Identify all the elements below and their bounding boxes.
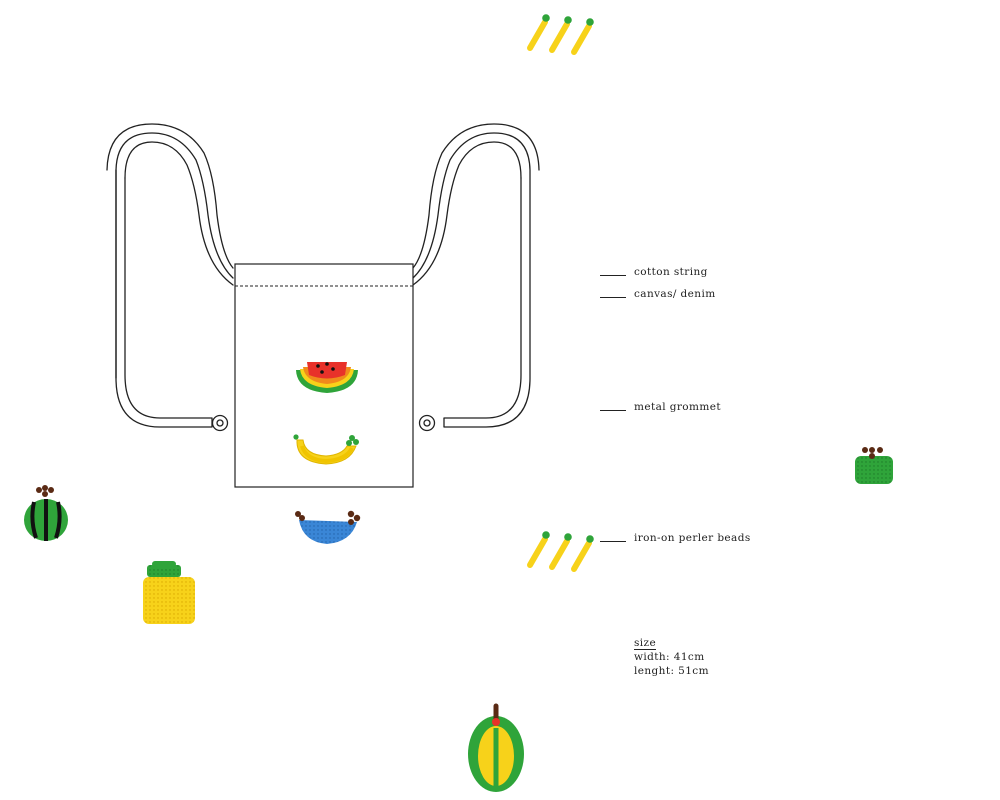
bead-sticks-icon-top [527,14,594,55]
bead-sticks-icon-bottom [527,531,594,572]
cotton-string-strap [106,123,540,428]
size-title: size [634,637,657,650]
green-apple-bead-icon [855,447,893,484]
label-text: canvas/ denim [634,288,716,300]
size-length-value: 51cm [678,665,709,677]
watermelon-bead-icon [24,485,68,541]
blueberry-bead-icon [295,510,361,544]
metal-grommet-right [418,414,436,432]
label-text: metal grommet [634,401,721,413]
size-width-value: 41cm [673,651,705,663]
size-width-label: width: [634,651,670,663]
durian-bead-icon [468,703,524,792]
label-leader-line [600,541,626,542]
banana-bead-icon [293,434,359,465]
label-leader-line [600,297,626,298]
label-leader-line [600,410,626,411]
label-perler-beads: iron-on perler beads [600,532,751,544]
label-leader-line [600,275,626,276]
watermelon-slice-bead-icon [296,362,358,393]
label-metal-grommet: metal grommet [600,401,721,413]
label-canvas: canvas/ denim [600,288,716,300]
size-spec: size width: 41cm lenght: 51cm [634,636,709,678]
label-cotton-string: cotton string [600,266,708,278]
label-text: cotton string [634,266,708,278]
size-width-row: width: 41cm [634,650,709,664]
size-length-label: lenght: [634,665,675,677]
size-length-row: lenght: 51cm [634,664,709,678]
pineapple-bead-icon [143,561,195,624]
metal-grommet-left [211,414,229,432]
label-text: iron-on perler beads [634,532,751,544]
